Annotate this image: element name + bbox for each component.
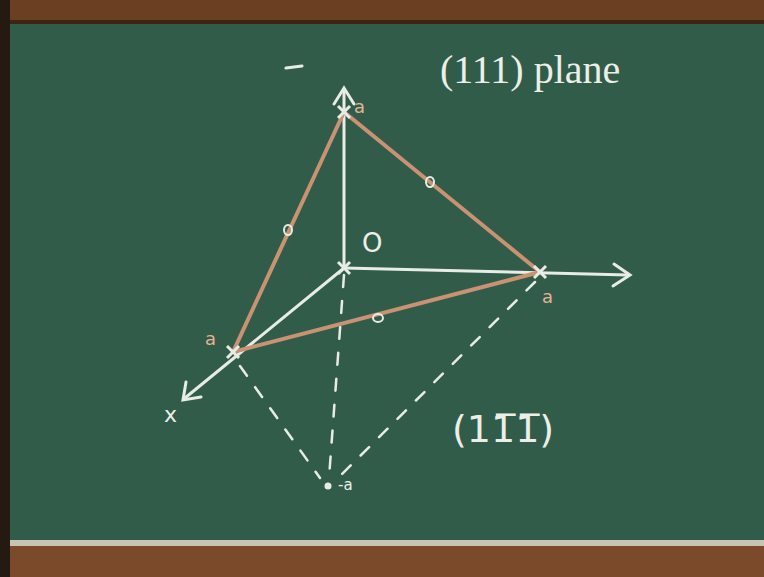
vertex-intercept: a: [205, 330, 216, 348]
axis-label: x: [164, 404, 177, 426]
intercept-label: -a: [338, 478, 353, 493]
plane-title: (111) plane: [440, 50, 620, 90]
origin-label: O: [362, 230, 382, 256]
vertex-intercept: a: [542, 288, 553, 306]
vertex-intercept: a: [354, 98, 365, 116]
plane-index: (11̅1̅): [452, 410, 554, 448]
